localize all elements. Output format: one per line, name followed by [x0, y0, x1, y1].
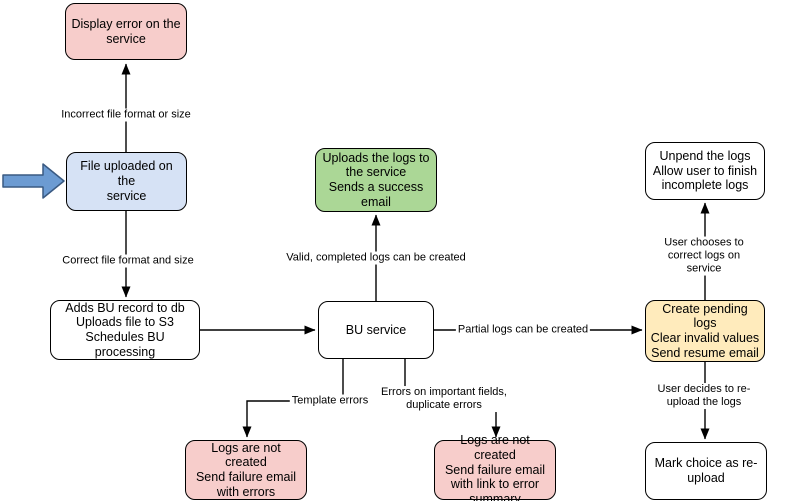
node-uploads-logs-success: Uploads the logs to the service Sends a … — [315, 148, 437, 212]
start-pointer-arrow-icon — [2, 163, 65, 199]
node-display-error: Display error on the service — [65, 3, 187, 60]
node-logs-not-created-summary: Logs are not created Send failure email … — [434, 433, 556, 501]
edge-label-user-chooses: User chooses to correct logs on service — [655, 236, 753, 276]
node-file-uploaded: File uploaded on the service — [66, 152, 187, 211]
node-unpend-logs: Unpend the logs Allow user to finish inc… — [645, 142, 765, 200]
edge-label-template-errors: Template errors — [289, 394, 371, 408]
node-mark-choice-reupload: Mark choice as re- upload — [645, 442, 767, 500]
node-create-pending-logs: Create pending logs Clear invalid values… — [645, 300, 765, 362]
edge-label-partial-logs: Partial logs can be created — [455, 323, 591, 337]
node-bu-service: BU service — [318, 301, 434, 359]
node-adds-bu-record: Adds BU record to db Uploads file to S3 … — [50, 300, 200, 360]
edge-label-incorrect-format: Incorrect file format or size — [59, 108, 193, 122]
edge-label-important-field-errors: Errors on important fields, duplicate er… — [379, 386, 509, 412]
edge-label-user-decides: User decides to re-upload the logs — [655, 383, 753, 409]
edge-label-correct-format: Correct file format and size — [60, 254, 196, 268]
node-logs-not-created-errors: Logs are not created Send failure email … — [185, 440, 307, 500]
edge-label-valid-logs: Valid, completed logs can be created — [284, 251, 468, 265]
